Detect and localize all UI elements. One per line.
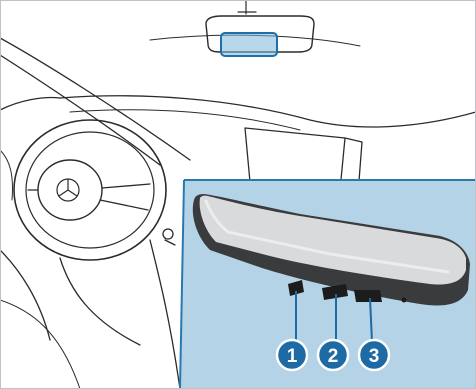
callout-1: 1 [277,340,307,370]
mercedes-star-icon [57,179,79,201]
callout-2: 2 [318,340,348,370]
callout-3-label: 3 [369,346,380,367]
callout-2-label: 2 [328,346,339,367]
callout-1-label: 1 [287,346,298,367]
mirror-highlight-box [221,33,277,56]
callout-3: 3 [359,340,389,370]
